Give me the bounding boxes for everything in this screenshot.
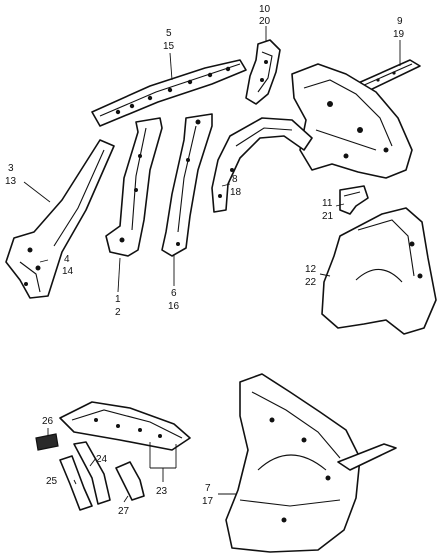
callout-labels: 5 15 10 20 9 19 3 13 4 14 1 2 6 16 8 18 … (5, 4, 405, 517)
callout-13: 13 (5, 176, 17, 187)
front-pillar-part (5, 139, 115, 299)
callout-5: 5 (166, 28, 172, 39)
callout-14: 14 (62, 266, 74, 277)
rear-panel-part (291, 63, 413, 179)
callout-10: 10 (259, 4, 271, 15)
callout-11: 11 (322, 198, 333, 209)
bracket-27-part (115, 461, 145, 501)
upper-bracket-part (245, 39, 281, 105)
rear-shelf-part (59, 401, 191, 451)
center-pillar-part (105, 117, 163, 257)
callout-27: 27 (118, 506, 130, 517)
leader-lines (23, 26, 401, 503)
inner-panel-part (225, 373, 361, 553)
wheel-arch-part (211, 117, 313, 213)
callout-25: 25 (46, 476, 58, 487)
callout-15: 15 (163, 41, 175, 52)
inner-rail-part (337, 443, 397, 471)
callout-4: 4 (64, 254, 70, 265)
bracket-26-part (35, 433, 59, 451)
callout-3: 3 (8, 163, 14, 174)
callout-22: 22 (305, 277, 317, 288)
callout-23: 23 (156, 486, 168, 497)
callout-7: 7 (205, 483, 211, 494)
callout-19: 19 (393, 29, 405, 40)
small-bracket-part (339, 185, 369, 215)
roof-rail-part (91, 59, 247, 127)
quarter-panel-part (321, 207, 437, 335)
callout-26: 26 (42, 416, 54, 427)
callout-18: 18 (230, 187, 242, 198)
callout-24: 24 (96, 454, 108, 465)
callout-2: 2 (115, 307, 121, 318)
callout-17: 17 (202, 496, 214, 507)
callout-1: 1 (115, 294, 121, 305)
callout-12: 12 (305, 264, 317, 275)
callout-21: 21 (322, 211, 334, 222)
callout-9: 9 (397, 16, 403, 27)
shelf-brace-part (59, 441, 111, 511)
callout-6: 6 (171, 288, 177, 299)
callout-16: 16 (168, 301, 180, 312)
rear-pillar-part (161, 113, 213, 257)
callout-20: 20 (259, 16, 271, 27)
callout-8: 8 (232, 174, 238, 185)
